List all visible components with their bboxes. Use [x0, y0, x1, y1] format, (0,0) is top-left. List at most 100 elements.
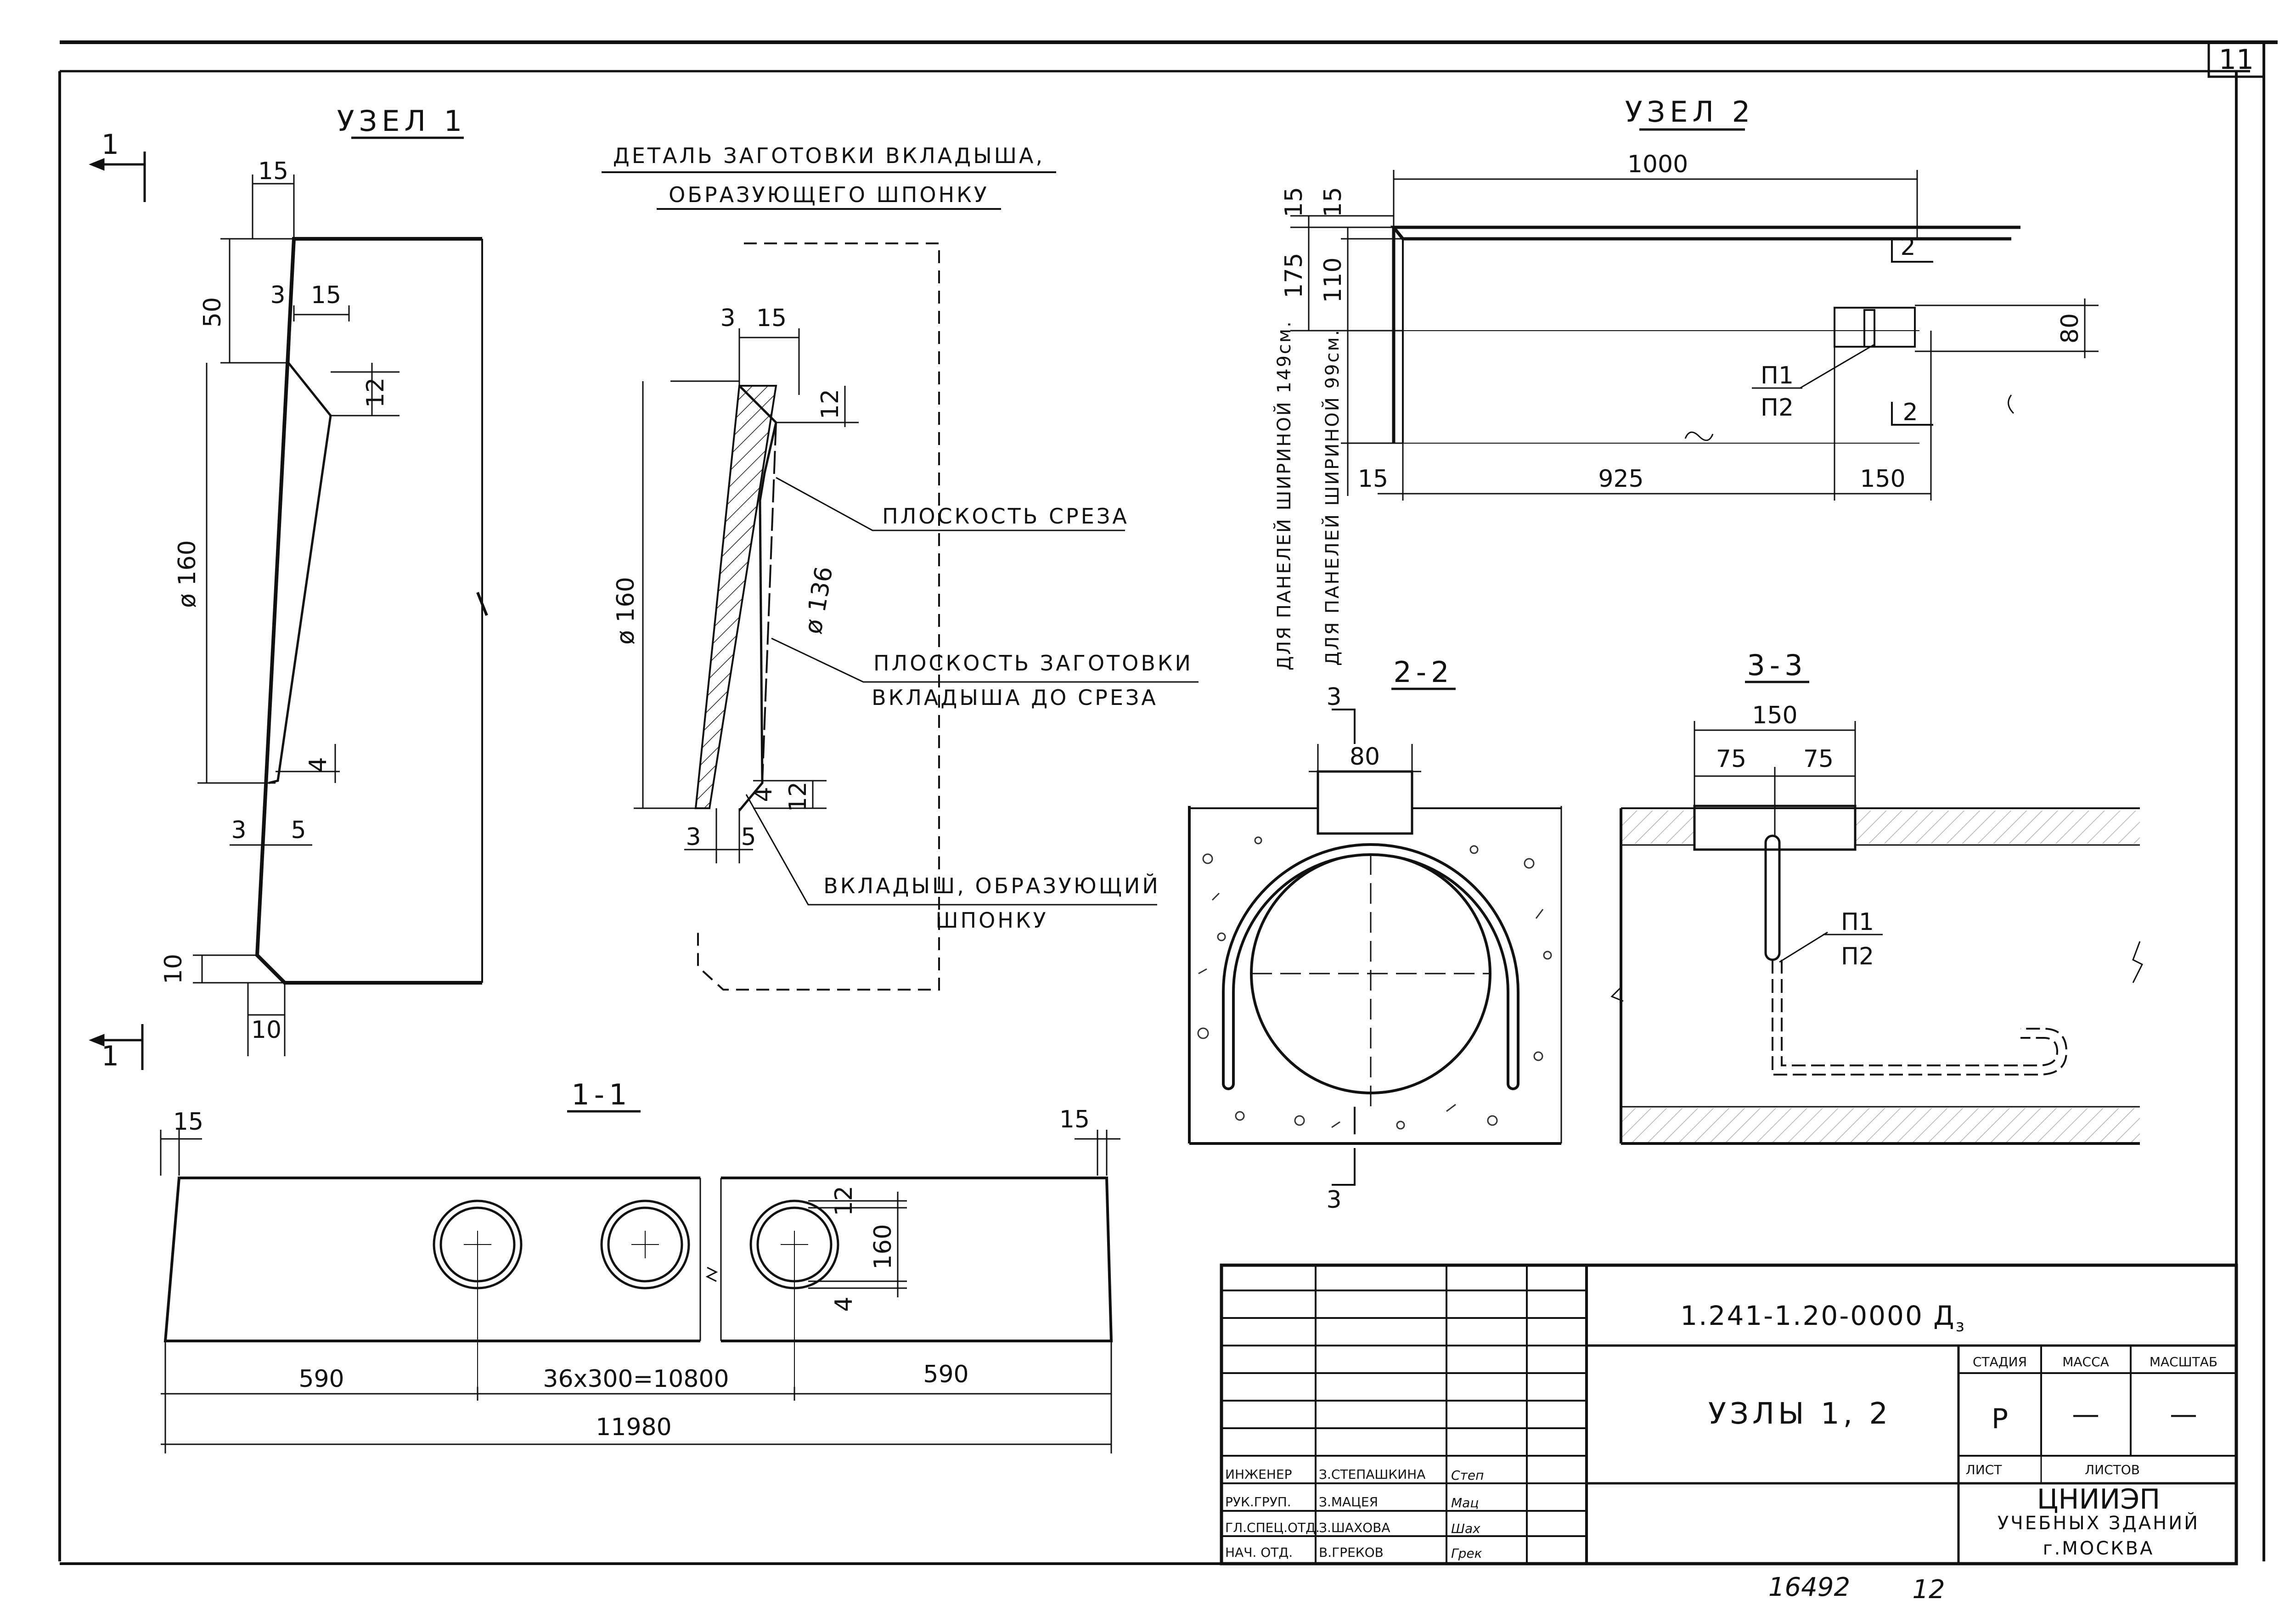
- detail-leaders: [745, 477, 1199, 906]
- node1-dimensions: [193, 175, 400, 1056]
- section-3-3-dimensions: [1694, 721, 1883, 963]
- staff-name: В.ГРЕКОВ: [1319, 1545, 1384, 1560]
- staff-name: З.СТЕПАШКИНА: [1319, 1467, 1425, 1482]
- detail-dim-diameter-160: ø 160: [612, 577, 640, 645]
- staff-role: ГЛ.СПЕЦ.ОТД.: [1225, 1520, 1320, 1535]
- title-block-org-line2: УЧЕБНЫХ ЗДАНИЙ: [1998, 1512, 2200, 1534]
- detail-dim-5: 5: [741, 823, 756, 851]
- node2-dim-925: 925: [1598, 465, 1643, 493]
- node1-section-mark-top-label: 1: [101, 129, 119, 161]
- title-block: [1220, 1263, 2238, 1566]
- section-1-1-dim-590-right: 590: [923, 1361, 968, 1388]
- section-2-2-outline: [1188, 770, 1562, 1145]
- node2-title: УЗЕЛ 2: [1625, 95, 1755, 129]
- node2-dim-175: 175: [1280, 253, 1308, 298]
- section-3-3-rebar-top: П1: [1841, 908, 1874, 936]
- node2-dimensions: [1290, 170, 2099, 501]
- staff-signature: Грек: [1451, 1546, 1482, 1561]
- node2-dim-80: 80: [2056, 313, 2084, 344]
- section-1-1-dim-590-left: 590: [298, 1365, 344, 1393]
- section-1-1-drawing: 1-1: [160, 1078, 1120, 1453]
- detail-dim-12-bottom: 12: [784, 782, 812, 812]
- node1-dim-15-top: 15: [258, 158, 288, 185]
- section-3-3-dim-75-left: 75: [1716, 745, 1746, 773]
- section-1-1-dim-12: 12: [830, 1186, 858, 1216]
- staff-signature: Степ: [1451, 1468, 1484, 1483]
- section-2-2-dim-80: 80: [1350, 743, 1380, 771]
- title-block-org-line3: г.МОСКВА: [2043, 1538, 2155, 1559]
- section-2-2-marks: [1332, 709, 1356, 1186]
- staff-role: РУК.ГРУП.: [1225, 1494, 1291, 1509]
- section-1-1-dimensions: [160, 1130, 1120, 1453]
- sheet-frame: [58, 40, 2278, 1565]
- detail-drawing: ДЕТАЛЬ ЗАГОТОВКИ ВКЛАДЫША, ОБРАЗУЮЩЕГО Ш…: [602, 143, 1199, 991]
- node1-dim-3: 3: [270, 282, 285, 309]
- title-block-mass: —: [2072, 1398, 2099, 1431]
- node1-title: УЗЕЛ 1: [337, 104, 467, 138]
- section-3-3-top-layer-right: [1855, 811, 2140, 844]
- section-1-1-title: 1-1: [571, 1078, 631, 1111]
- doc-code-main: 1.241-1.20-0000 Д: [1680, 1300, 1955, 1331]
- title-block-head-stage: СТАДИЯ: [1973, 1354, 2027, 1369]
- detail-blank-outline: [697, 242, 940, 991]
- title-block-scale: —: [2170, 1398, 2197, 1431]
- detail-label-blank-plane-1: ПЛОСКОСТЬ ЗАГОТОВКИ: [873, 651, 1193, 676]
- node2-drawing: УЗЕЛ 2: [1273, 95, 2099, 670]
- section-3-3-outline: [1610, 805, 2144, 1145]
- node2-dim-15-bottom: 15: [1358, 465, 1388, 493]
- section-3-3-top-layer: [1621, 811, 1694, 844]
- sheet-page-number: 12: [1912, 1575, 1945, 1605]
- section-3-3-bottom-layer: [1621, 1108, 2140, 1142]
- staff-role: ИНЖЕНЕР: [1225, 1467, 1292, 1482]
- staff-signature: Мац: [1451, 1495, 1479, 1510]
- title-block-doc-code: 1.241-1.20-0000 Дз: [1680, 1300, 1966, 1335]
- node2-side-label-1: ДЛЯ ПАНЕЛЕЙ ШИРИНОЙ 149см.: [1273, 320, 1295, 670]
- node2-section-mark-2: [1891, 239, 1933, 426]
- section-2-2-aggregate: [1197, 836, 1552, 1130]
- node1-dim-4: 4: [304, 757, 332, 772]
- node1-section-mark-bottom: [89, 1024, 144, 1070]
- node1-dim-5: 5: [291, 817, 306, 844]
- title-block-head-mass: МАССА: [2062, 1354, 2109, 1369]
- node1-dim-50: 50: [199, 297, 226, 327]
- staff-signature: Шах: [1451, 1521, 1480, 1536]
- detail-dim-12-top: 12: [816, 389, 844, 419]
- detail-label-insert-2: ШПОНКУ: [935, 908, 1048, 933]
- section-1-1-outline: [163, 1177, 1113, 1342]
- section-3-3-rebar-bottom: П2: [1841, 943, 1874, 970]
- detail-dim-4: 4: [750, 787, 777, 802]
- node2-dim-15-top-b: 15: [1319, 187, 1347, 217]
- node1-dim-3-bottom: 3: [231, 817, 246, 844]
- section-2-2-mark-bottom: 3: [1326, 1186, 1341, 1214]
- staff-role: НАЧ. ОТД.: [1225, 1545, 1293, 1560]
- detail-label-insert-1: ВКЛАДЫШ, ОБРАЗУЮЩИЙ: [823, 873, 1160, 898]
- node2-side-label-2: ДЛЯ ПАНЕЛЕЙ ШИРИНОЙ 99см.: [1321, 329, 1343, 666]
- node2-section-mark-bottom-label: 2: [1902, 399, 1918, 426]
- detail-dim-15: 15: [756, 304, 787, 332]
- node2-section-mark-top-label: 2: [1900, 233, 1915, 261]
- detail-label-cut-plane: ПЛОСКОСТЬ СРЕЗА: [882, 504, 1129, 529]
- section-1-1-dim-160: 160: [869, 1224, 897, 1269]
- section-2-2-mark-top: 3: [1326, 683, 1341, 711]
- section-1-1-dim-pitch: 36x300=10800: [543, 1365, 729, 1393]
- title-block-org-line1: ЦНИИЭП: [2037, 1483, 2160, 1515]
- node2-dim-150: 150: [1860, 465, 1905, 493]
- section-3-3-drawing: 3-3 150 75 75: [1610, 648, 2144, 1145]
- detail-insert-hatched: [694, 385, 777, 809]
- node1-drawing: УЗЕЛ 1 1 1: [89, 104, 488, 1072]
- node2-rebar-top: П1: [1761, 362, 1794, 389]
- node1-dim-10-horizontal: 10: [251, 1016, 281, 1044]
- node1-dim-12: 12: [362, 377, 389, 408]
- node1-dim-diameter-160: ø 160: [174, 540, 201, 608]
- section-1-1-dim-total: 11980: [596, 1414, 671, 1441]
- section-3-3-title: 3-3: [1747, 648, 1807, 682]
- node2-panel-outline: [1390, 225, 2020, 444]
- node1-section-mark-top: [89, 152, 146, 202]
- corner-sheet-number: 11: [2219, 44, 2254, 76]
- node2-dim-15-top-a: 15: [1280, 187, 1308, 217]
- title-block-sheet-title: УЗЛЫ 1, 2: [1708, 1397, 1891, 1431]
- detail-insert-profile: [738, 385, 777, 811]
- doc-code-sub: з: [1956, 1317, 1966, 1335]
- section-2-2-drawing: 2-2 3 3: [1188, 655, 1562, 1214]
- detail-label-blank-plane-2: ВКЛАДЫША ДО СРЕЗА: [872, 685, 1158, 710]
